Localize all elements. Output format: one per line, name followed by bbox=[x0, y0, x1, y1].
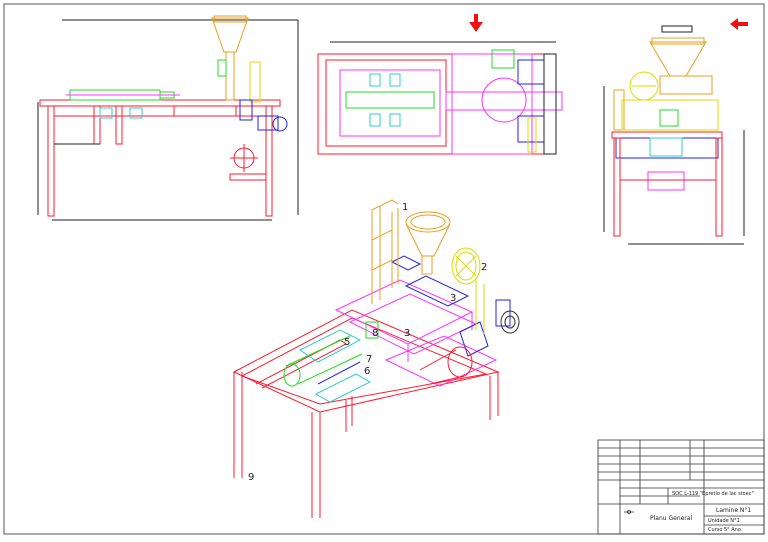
sheet-number: Lamine N°1 bbox=[716, 507, 751, 514]
callout-9: 9 bbox=[248, 472, 254, 483]
top-view bbox=[317, 41, 563, 155]
callout-5: 5 bbox=[344, 337, 350, 348]
isometric-view bbox=[232, 199, 520, 518]
front-view bbox=[603, 25, 745, 245]
callout-7: 7 bbox=[366, 354, 372, 365]
title-block-text: SOC L-119 "Epretio de lac stoec" Planu G… bbox=[650, 491, 754, 533]
unit-number: Unidade N°1 bbox=[708, 518, 740, 524]
side-view bbox=[37, 15, 299, 221]
callout-labels: 1 2 3 3 5 6 7 8 9 bbox=[248, 202, 487, 483]
plan-name: Planu General bbox=[650, 515, 692, 522]
callout-8: 8 bbox=[372, 328, 378, 339]
callout-3a: 3 bbox=[450, 293, 456, 304]
sheet-border bbox=[3, 3, 765, 535]
view-direction-arrow-down-icon bbox=[469, 14, 483, 32]
callout-6: 6 bbox=[364, 366, 370, 377]
callout-2: 2 bbox=[481, 262, 487, 273]
company-name: SOC L-119 "Epretio de lac stoec" bbox=[672, 491, 754, 497]
callout-1: 1 bbox=[402, 202, 408, 213]
course-label: Curso 5° Ano bbox=[708, 527, 741, 533]
view-direction-arrow-left-icon bbox=[730, 18, 748, 30]
title-block bbox=[597, 439, 765, 535]
callout-3b: 3 bbox=[404, 328, 410, 339]
